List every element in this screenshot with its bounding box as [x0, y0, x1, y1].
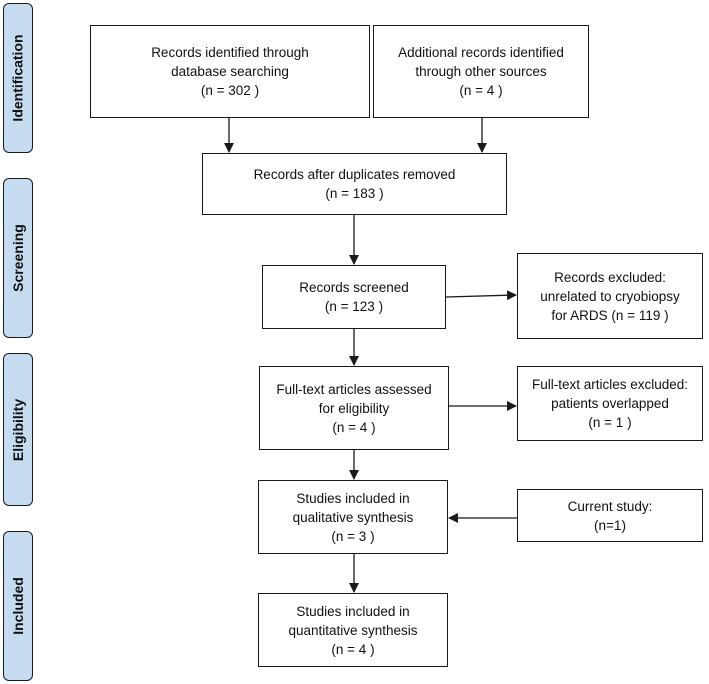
- box-line: Full-text articles excluded:: [531, 377, 689, 392]
- box-line: (n = 123 ): [324, 299, 384, 314]
- box-line: quantitative synthesis: [288, 622, 418, 638]
- box-line: (n=1): [594, 517, 626, 533]
- box-line: Additional records identified: [398, 45, 564, 60]
- box-database-search: Records identified through database sear…: [90, 25, 370, 118]
- box-records-excluded: Records excluded: unrelated to cryobiops…: [517, 253, 703, 339]
- stage-eligibility: Eligibility: [3, 353, 33, 506]
- box-line: (n = 302 ): [200, 83, 260, 98]
- box-fulltext-excluded: Full-text articles excluded: patients ov…: [517, 366, 703, 441]
- box-line: Records after duplicates removed: [253, 167, 456, 182]
- box-line: through other sources: [415, 64, 547, 79]
- box-line: Records screened: [299, 280, 409, 295]
- box-fulltext-assessed: Full-text articles assessed for eligibil…: [259, 366, 449, 450]
- box-duplicates-removed: Records after duplicates removed (n = 18…: [202, 153, 507, 215]
- stage-screening: Screening: [3, 178, 33, 338]
- box-line: patients overlapped: [551, 396, 669, 411]
- box-line: Records identified through: [151, 45, 309, 60]
- arrow-screened-to-excluded: [445, 290, 517, 301]
- box-line: (n = 3 ): [331, 528, 375, 544]
- box-qualitative-synthesis: Studies included in qualitative synthesi…: [258, 480, 448, 554]
- box-line: for eligibility: [318, 400, 390, 416]
- box-records-screened: Records screened (n = 123 ): [262, 265, 446, 329]
- box-line: (n = 4 ): [332, 419, 376, 435]
- box-line: Studies included in: [296, 603, 410, 619]
- box-line: (n = 183 ): [325, 186, 384, 201]
- box-line: database searching: [171, 64, 289, 79]
- box-line: qualitative synthesis: [292, 509, 414, 525]
- box-line: Studies included in: [296, 490, 410, 506]
- box-line: for ARDS (n = 119 ): [551, 307, 669, 323]
- box-quantitative-synthesis: Studies included in quantitative synthes…: [258, 593, 448, 667]
- box-line: (n = 4 ): [459, 83, 503, 98]
- box-line: Records excluded:: [554, 269, 666, 285]
- box-line: (n = 4 ): [331, 641, 375, 657]
- stage-identification: Identification: [3, 3, 33, 153]
- box-other-sources: Additional records identified through ot…: [373, 25, 589, 118]
- box-line: Current study:: [567, 498, 653, 514]
- stage-included: Included: [3, 531, 33, 681]
- box-line: (n = 1 ): [588, 415, 632, 430]
- box-line: Full-text articles assessed: [276, 381, 432, 397]
- box-line: unrelated to cryobiopsy: [540, 288, 680, 304]
- box-current-study: Current study: (n=1): [517, 489, 703, 542]
